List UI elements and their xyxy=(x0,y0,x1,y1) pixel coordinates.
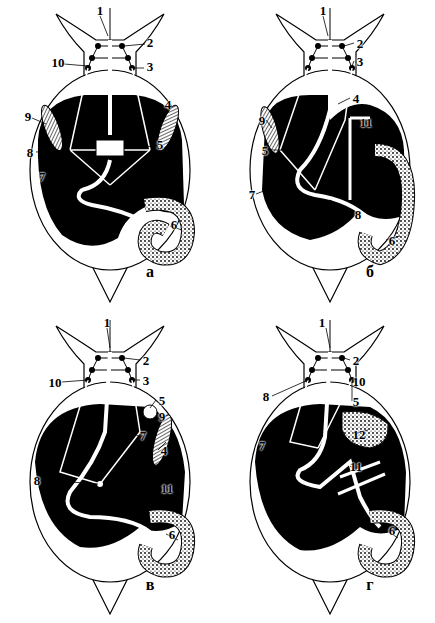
panel-v xyxy=(30,320,190,614)
callout-number: 5 xyxy=(353,395,360,408)
nerve-cord xyxy=(280,68,352,190)
callout-number: 2 xyxy=(357,37,364,50)
callout-number: 10 xyxy=(49,376,62,389)
digestive-gland-outline xyxy=(145,516,188,570)
callout-number: 1 xyxy=(320,4,327,17)
callout-number: 5 xyxy=(159,394,166,407)
leader-line xyxy=(42,328,178,540)
callout-number: 12 xyxy=(353,428,366,441)
snail-body xyxy=(250,320,410,614)
panel-a xyxy=(30,8,190,302)
callout-number: 11 xyxy=(360,116,372,129)
digestive-gland-outline xyxy=(365,150,408,258)
callout-number: 10 xyxy=(52,56,65,69)
nerve-cord xyxy=(60,380,140,484)
callout-number: 8 xyxy=(34,474,41,487)
callout-number: 2 xyxy=(143,354,150,367)
callout-number: 6 xyxy=(169,528,176,541)
callout-number: 9 xyxy=(259,114,266,127)
callout-number: 4 xyxy=(165,98,172,111)
panel-letter: б xyxy=(366,264,374,280)
callout-number: 6 xyxy=(389,524,396,537)
callout-number: 1 xyxy=(104,316,111,329)
gut xyxy=(298,352,381,527)
callout-number: 3 xyxy=(357,55,364,68)
callout-number: 7 xyxy=(259,439,266,452)
gut xyxy=(297,40,370,220)
callout-number: 2 xyxy=(147,36,154,49)
lung-vessels xyxy=(342,411,388,448)
panel-letter: а xyxy=(146,264,154,280)
panel-letter: г xyxy=(366,577,373,593)
mantle-cavity xyxy=(35,404,185,548)
digestive-gland xyxy=(365,516,408,570)
callout-number: 8 xyxy=(27,146,34,159)
callout-number: 7 xyxy=(39,170,46,183)
callout-number: 1 xyxy=(97,4,104,17)
snail-body xyxy=(250,8,410,302)
leader-line xyxy=(256,16,400,240)
panel-letter: в xyxy=(146,577,155,593)
callout-number: 8 xyxy=(263,390,270,403)
heart xyxy=(96,140,124,156)
panel-b xyxy=(250,8,410,302)
gill-vessel xyxy=(350,118,370,200)
callout-number: 3 xyxy=(143,374,150,387)
callout-number: 10 xyxy=(353,375,366,388)
digestive-gland-outline xyxy=(145,204,188,259)
callout-number: 2 xyxy=(353,354,360,367)
callout-number: 7 xyxy=(249,188,256,201)
callout-number: 9 xyxy=(25,110,32,123)
gill xyxy=(257,105,283,155)
callout-number: 3 xyxy=(147,60,154,73)
callout-number: 9 xyxy=(159,410,166,423)
panel-g xyxy=(250,320,410,614)
callout-number: 5 xyxy=(157,138,164,151)
callout-number: 8 xyxy=(355,208,362,221)
snail-body xyxy=(30,8,190,302)
snail-body xyxy=(30,320,190,614)
callout-number: 6 xyxy=(171,218,178,231)
callout-number: 5 xyxy=(262,144,269,157)
callout-number: 11 xyxy=(161,482,173,495)
digestive-gland xyxy=(145,204,188,259)
osphradium xyxy=(143,405,157,419)
nerve-cord xyxy=(290,380,352,448)
gut xyxy=(68,352,151,532)
leader-line xyxy=(32,16,182,230)
leader-line xyxy=(268,328,398,538)
digestive-gland xyxy=(145,516,188,570)
callout-number: 1 xyxy=(319,316,326,329)
gut xyxy=(79,40,145,222)
digestive-gland-outline xyxy=(365,516,408,570)
callout-number: 4 xyxy=(353,92,360,105)
callout-number: 6 xyxy=(389,234,396,247)
mantle-cavity xyxy=(262,95,405,240)
callout-number: 4 xyxy=(161,444,168,457)
callout-number: 11 xyxy=(350,460,362,473)
digestive-gland xyxy=(365,150,408,258)
gill xyxy=(37,103,67,153)
callout-number: 7 xyxy=(140,429,147,442)
